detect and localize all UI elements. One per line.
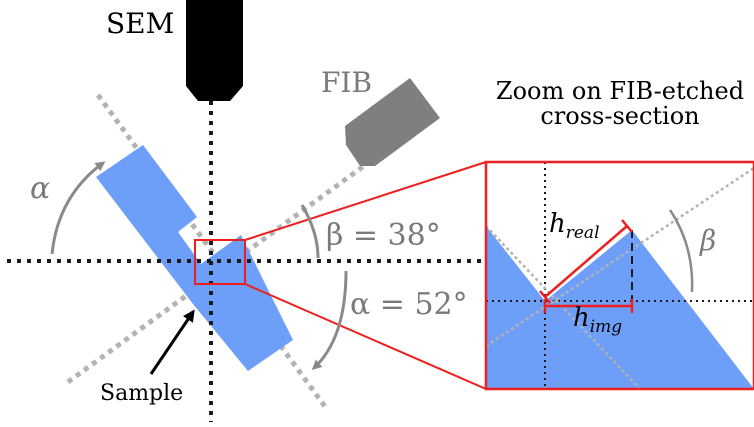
sample-label: Sample	[100, 381, 183, 406]
zoom-connector-bottom	[244, 283, 487, 390]
zoom-panel-border	[484, 160, 754, 391]
beta-angle-label: β = 38°	[326, 218, 441, 253]
h-img-subscript: img	[590, 317, 623, 337]
alpha-angle-label: α = 52°	[350, 287, 468, 322]
zoom-panel-content	[486, 162, 754, 389]
zoom-beta-arc	[668, 209, 694, 293]
h-img-label: himg	[573, 303, 622, 337]
zoom-title-line1: Zoom on FIB-etched	[496, 77, 744, 105]
sem-column	[186, 0, 243, 101]
zoom-beta-label: β	[699, 224, 716, 257]
h-real-cap-top	[621, 219, 633, 233]
beta-arc	[300, 204, 320, 259]
sem-label: SEM	[106, 7, 174, 40]
fib-column	[345, 78, 440, 166]
h-real-label: hreal	[549, 209, 600, 243]
h-real-cap-bottom	[539, 290, 551, 304]
zoom-connector-top	[244, 161, 487, 241]
etched-cross-section	[486, 226, 754, 389]
h-real-measure	[544, 225, 628, 298]
h-real-base: h	[549, 209, 566, 239]
fib-beam-line	[66, 157, 374, 385]
alpha-arc-arrow	[50, 161, 106, 255]
zoom-region-box	[194, 239, 246, 285]
h-img-base: h	[573, 303, 590, 333]
h-real-subscript: real	[566, 223, 600, 243]
alpha-52-arc-arrow	[311, 270, 348, 371]
zoom-title-line2: cross-section	[540, 102, 699, 130]
alpha-label: α	[30, 171, 50, 206]
zoom-normal-line	[486, 225, 641, 389]
fib-label: FIB	[321, 66, 372, 99]
sample-pointer-arrow	[149, 309, 195, 375]
